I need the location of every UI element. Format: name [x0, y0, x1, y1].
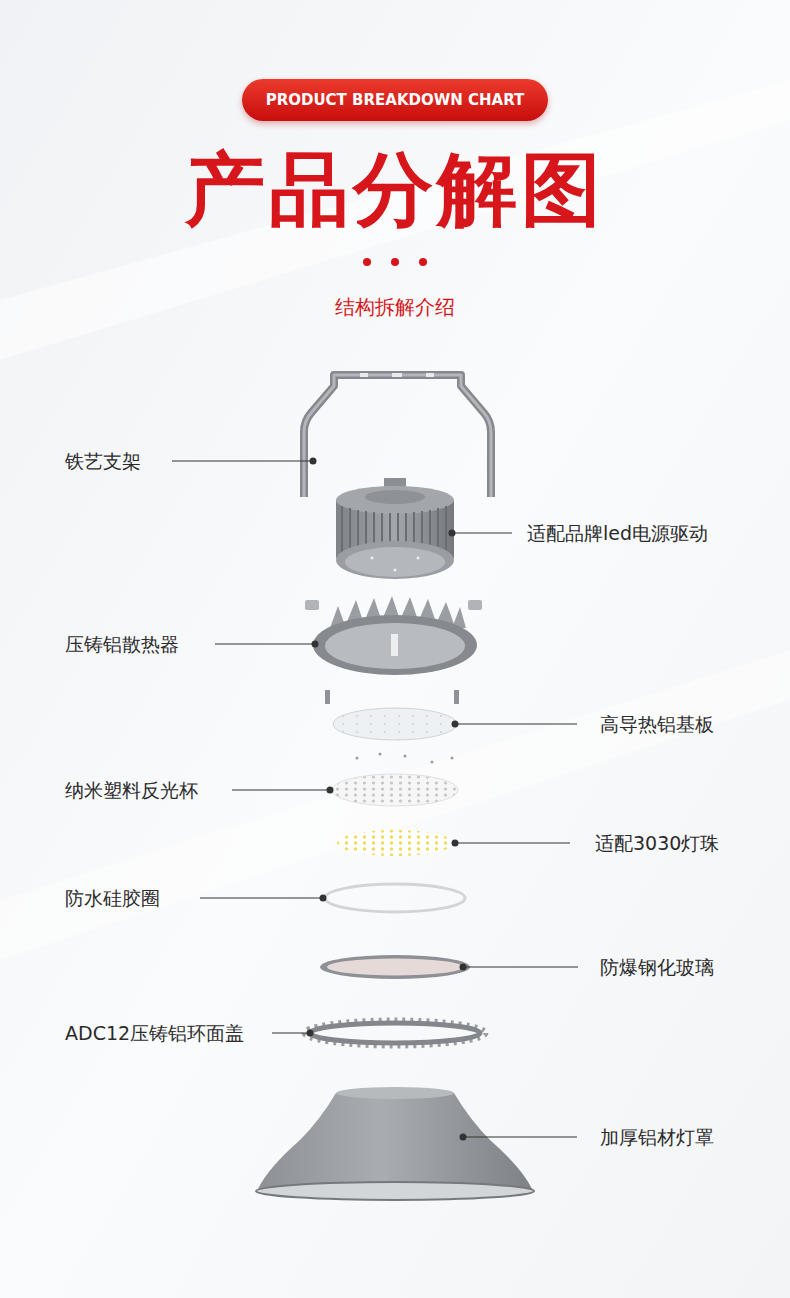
part-name: 防水硅胶圈 — [65, 885, 160, 911]
background-stripe — [0, 650, 790, 960]
part-name: 高导热铝基板 — [600, 711, 714, 737]
glass — [327, 959, 463, 976]
part-name: 压铸铝散热器 — [65, 631, 179, 657]
silicone-ring — [325, 884, 465, 912]
decor-dot — [363, 258, 371, 266]
heatsink-rod — [391, 634, 398, 656]
heatsink-base — [313, 615, 477, 675]
lamp-shade-top — [336, 1087, 454, 1099]
ring-cover-teeth — [304, 1020, 486, 1046]
reflector — [332, 774, 458, 806]
driver-bottom — [336, 541, 454, 579]
screw — [468, 600, 482, 610]
part-name: ADC12压铸铝环面盖 — [65, 1020, 244, 1046]
part-name: 加厚铝材灯罩 — [600, 1124, 714, 1150]
part-name: 铁艺支架 — [65, 448, 141, 474]
main-title: 产品分解图 — [0, 138, 790, 242]
part-name: 防爆钢化玻璃 — [600, 954, 714, 980]
background-stripe — [0, 80, 790, 360]
leader-dots — [307, 458, 467, 1141]
subtitle: 结构拆解介绍 — [335, 294, 455, 320]
lamp-shade-rim — [256, 1182, 534, 1200]
badge-text: PRODUCT BREAKDOWN CHART — [266, 91, 525, 109]
screw-dot — [417, 557, 420, 560]
bracket-slot — [426, 373, 434, 377]
glass-rim — [320, 955, 470, 979]
driver-face — [345, 547, 445, 577]
part-name: 纳米塑料反光杯 — [65, 777, 198, 803]
bracket — [304, 375, 491, 497]
ring-cover — [310, 1023, 480, 1043]
bracket-slot — [360, 373, 368, 377]
title-badge: PRODUCT BREAKDOWN CHART — [242, 79, 548, 121]
part-name: 适配品牌led电源驱动 — [527, 520, 708, 546]
bracket-highlight — [304, 375, 491, 497]
screw — [454, 690, 459, 704]
decor-dot — [391, 258, 399, 266]
screw — [305, 600, 319, 610]
driver-top — [365, 490, 425, 504]
aluminium-plate — [333, 708, 457, 740]
led-array — [337, 830, 453, 856]
part-name: 适配3030灯珠 — [595, 830, 719, 856]
driver-top — [336, 486, 454, 514]
screw — [325, 690, 330, 704]
heatsink-face — [325, 623, 465, 669]
small-screws — [356, 753, 454, 764]
bracket-slot — [392, 373, 402, 377]
decor-dot — [419, 258, 427, 266]
screw-dot — [394, 569, 397, 572]
screw-dot — [371, 557, 374, 560]
